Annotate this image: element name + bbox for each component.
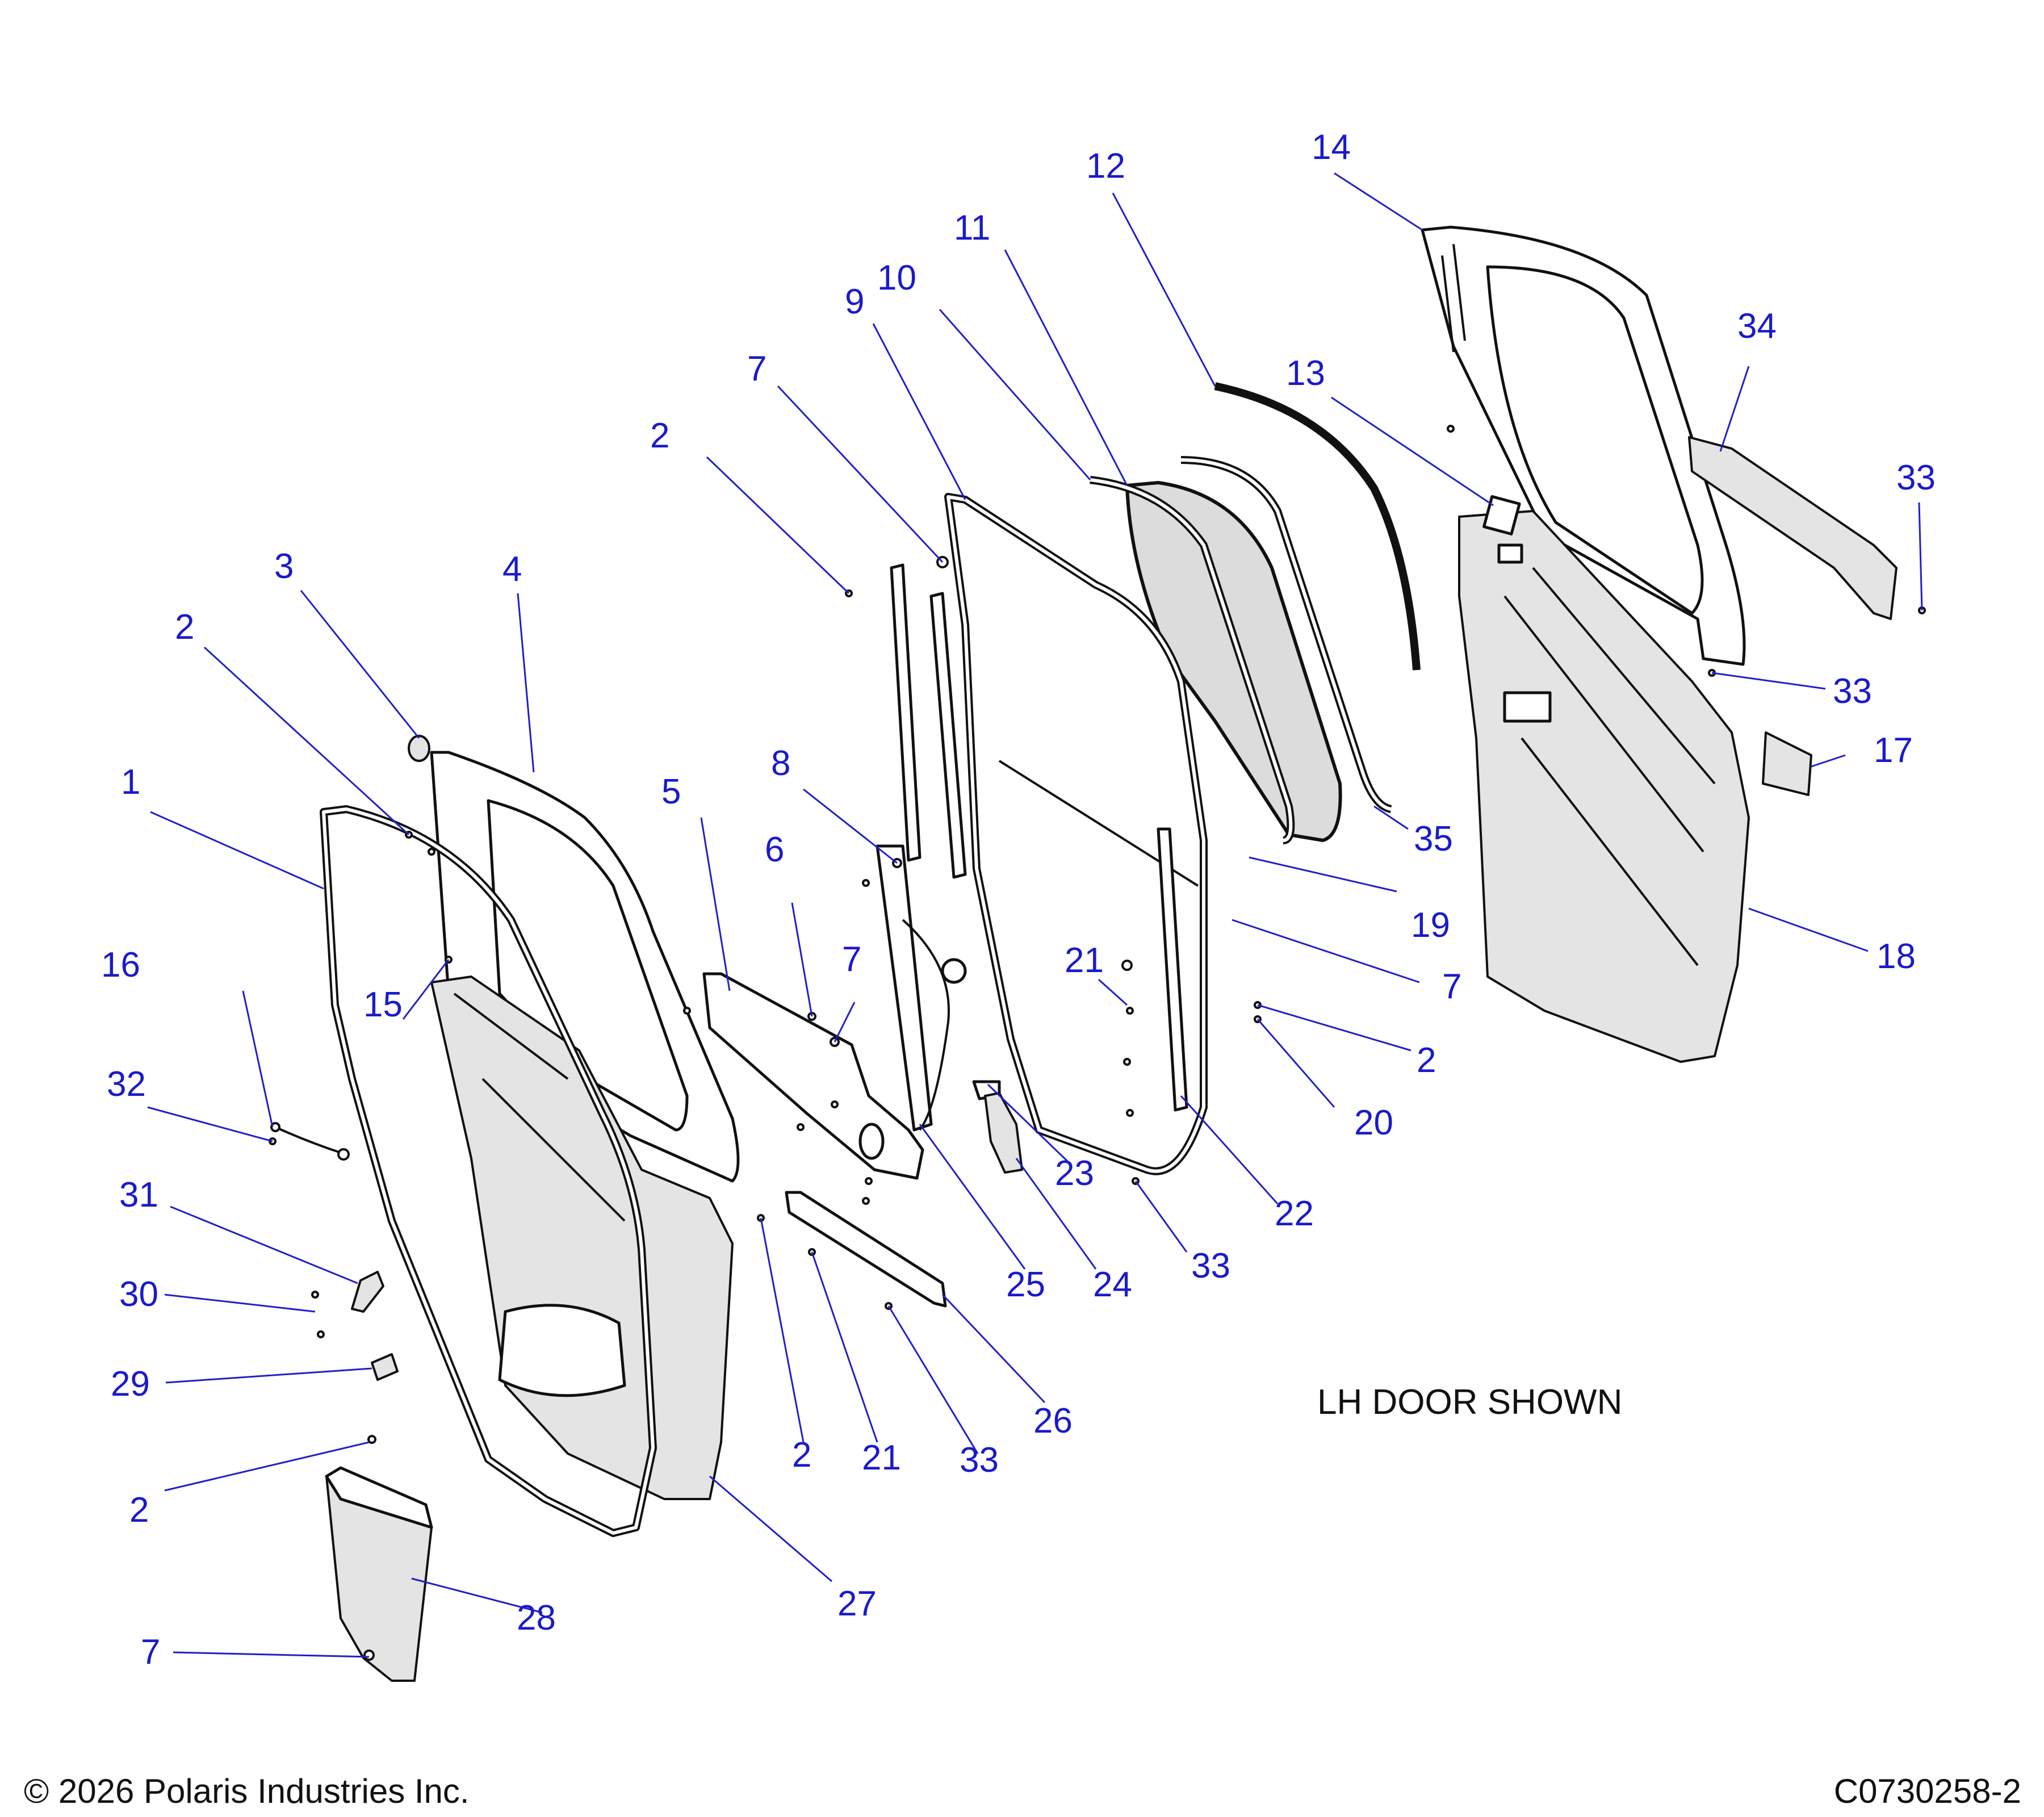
- part-34-trim-strip: [1688, 436, 1898, 620]
- part-24-hinge: [984, 1092, 1023, 1174]
- callout-34: 34: [1737, 307, 1777, 346]
- diagram-note: LH DOOR SHOWN: [1317, 1383, 1622, 1422]
- callout-2: 2: [175, 608, 194, 647]
- callout-15: 15: [363, 985, 403, 1024]
- callout-labels: 1 2 3 4 2 5 6 7 7 8 9 10 11 12 13 14 34 …: [101, 128, 1936, 1672]
- part-10-glass-run-seal: [1090, 476, 1295, 844]
- part-27-door-trim-panel: [430, 976, 734, 1500]
- callout-5: 5: [661, 772, 681, 811]
- callout-6: 6: [765, 830, 784, 869]
- copyright-footer: © 2026 Polaris Industries Inc.: [24, 1772, 470, 1810]
- part-18-inner-door-panel: [1458, 510, 1750, 1063]
- callout-33: 33: [960, 1441, 999, 1480]
- callout-14: 14: [1312, 128, 1351, 167]
- callout-1: 1: [121, 763, 140, 802]
- callout-2: 2: [792, 1435, 811, 1475]
- callout-25: 25: [1006, 1265, 1045, 1304]
- part-12-top-seal: [1214, 382, 1421, 671]
- callout-2: 2: [650, 416, 669, 455]
- hardware-fasteners: [269, 425, 1926, 1661]
- part-26-lower-rail: [785, 1191, 947, 1308]
- callout-21: 21: [862, 1438, 901, 1477]
- callout-31: 31: [119, 1175, 158, 1215]
- callout-10: 10: [877, 258, 916, 298]
- callout-3: 3: [274, 547, 294, 586]
- part-35-window-channel: [1180, 456, 1392, 813]
- part-22-vertical-guide: [1157, 827, 1188, 1112]
- part-5-mounting-plate: [702, 972, 924, 1180]
- part-11-window-glass: [1125, 481, 1342, 842]
- callout-16: 16: [101, 945, 140, 985]
- callout-18: 18: [1877, 937, 1916, 976]
- callout-26: 26: [1033, 1401, 1073, 1441]
- callout-23: 23: [1055, 1154, 1094, 1193]
- part-14-door-frame: [1421, 225, 1746, 666]
- callout-28: 28: [517, 1598, 556, 1638]
- callout-19: 19: [1411, 906, 1450, 945]
- part-31-strap: [351, 1271, 384, 1313]
- part-29-fitting: [371, 1353, 399, 1381]
- callout-32: 32: [107, 1065, 146, 1104]
- callout-7: 7: [141, 1632, 160, 1672]
- callout-11: 11: [954, 208, 990, 248]
- part-7-vertical-strips: [890, 563, 967, 879]
- callout-12: 12: [1086, 146, 1125, 186]
- callout-21: 21: [1065, 941, 1104, 980]
- callout-27: 27: [837, 1584, 877, 1623]
- part-25-window-regulator: [876, 844, 967, 1132]
- callout-33: 33: [1191, 1246, 1230, 1286]
- callout-9: 9: [845, 282, 864, 321]
- callout-35: 35: [1414, 819, 1453, 859]
- callout-7: 7: [842, 940, 861, 979]
- callout-29: 29: [111, 1364, 150, 1404]
- drawing-number: C0730258-2: [1834, 1772, 2021, 1810]
- part-17-latch: [1762, 731, 1812, 796]
- callout-33: 33: [1833, 672, 1872, 711]
- callout-24: 24: [1093, 1265, 1132, 1304]
- callout-17: 17: [1874, 731, 1913, 770]
- callout-33: 33: [1896, 458, 1936, 497]
- callout-2: 2: [129, 1491, 149, 1530]
- callout-30: 30: [119, 1275, 158, 1314]
- part-28-storage-bin: [325, 1466, 433, 1682]
- callout-22: 22: [1275, 1194, 1314, 1233]
- callout-7: 7: [1442, 967, 1461, 1006]
- callout-7: 7: [747, 349, 767, 388]
- leader-lines: [147, 172, 1923, 1658]
- part-4-door-outer-frame: [430, 751, 740, 1183]
- part-3-plug: [408, 735, 430, 762]
- callout-2: 2: [1417, 1041, 1436, 1080]
- callout-20: 20: [1354, 1103, 1393, 1142]
- callout-4: 4: [502, 550, 522, 589]
- part-16-cable: [270, 1122, 350, 1161]
- callout-13: 13: [1286, 354, 1325, 393]
- callout-8: 8: [771, 744, 790, 783]
